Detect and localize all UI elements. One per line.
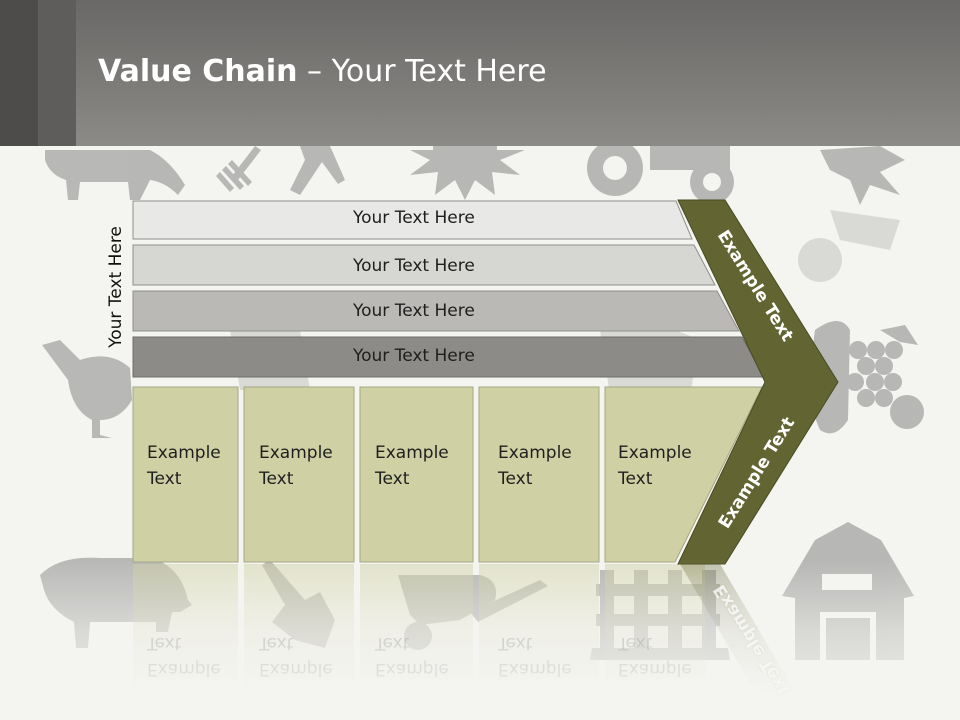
box-2[interactable] xyxy=(243,386,355,563)
bar-4-label: Your Text Here xyxy=(353,346,475,366)
pitchfork-icon xyxy=(216,146,261,192)
bar-1[interactable] xyxy=(132,200,693,240)
box-4-label: Example Text xyxy=(498,440,572,492)
box-3-line2: Text xyxy=(375,469,410,489)
bar-3-label: Your Text Here xyxy=(353,301,475,321)
cow-icon xyxy=(45,150,185,200)
box-3-line1: Example xyxy=(375,443,449,463)
bar-2-label: Your Text Here xyxy=(353,256,475,276)
reflection-fade xyxy=(0,560,960,720)
sun-icon xyxy=(410,146,525,200)
box-4[interactable] xyxy=(478,386,600,563)
apple-icon xyxy=(890,395,924,429)
header-accent-band xyxy=(0,0,38,146)
box-2-line1: Example xyxy=(259,443,333,463)
wheat-icon xyxy=(820,146,905,205)
farmer-icon xyxy=(290,146,345,195)
box-4-line1: Example xyxy=(498,443,572,463)
side-label: Your Text Here xyxy=(106,226,126,348)
box-2-label: Example Text xyxy=(259,440,333,492)
bar-1-label: Your Text Here xyxy=(353,208,475,228)
box-1[interactable] xyxy=(132,386,239,563)
box-5-line1: Example xyxy=(618,443,692,463)
box-3-label: Example Text xyxy=(375,440,449,492)
box-1-line1: Example xyxy=(147,443,221,463)
chevron-arrow[interactable] xyxy=(677,199,839,565)
grapes-icon xyxy=(846,325,918,407)
title-rest: – Your Text Here xyxy=(297,54,547,89)
box-3[interactable] xyxy=(359,386,474,563)
box-2-line2: Text xyxy=(259,469,294,489)
rooster-icon xyxy=(42,340,132,438)
box-5-line2: Text xyxy=(618,469,653,489)
title-bar: Value Chain – Your Text Here xyxy=(0,0,960,146)
bar-2[interactable] xyxy=(132,244,716,286)
box-5-label: Example Text xyxy=(618,440,692,492)
gear-icon xyxy=(587,146,734,204)
slide-title[interactable]: Value Chain – Your Text Here xyxy=(98,54,547,89)
header-accent-band-2 xyxy=(38,0,76,146)
bar-3[interactable] xyxy=(132,290,740,332)
title-bold: Value Chain xyxy=(98,54,298,89)
box-1-line2: Text xyxy=(147,469,182,489)
box-4-line2: Text xyxy=(498,469,533,489)
box-1-label: Example Text xyxy=(147,440,221,492)
